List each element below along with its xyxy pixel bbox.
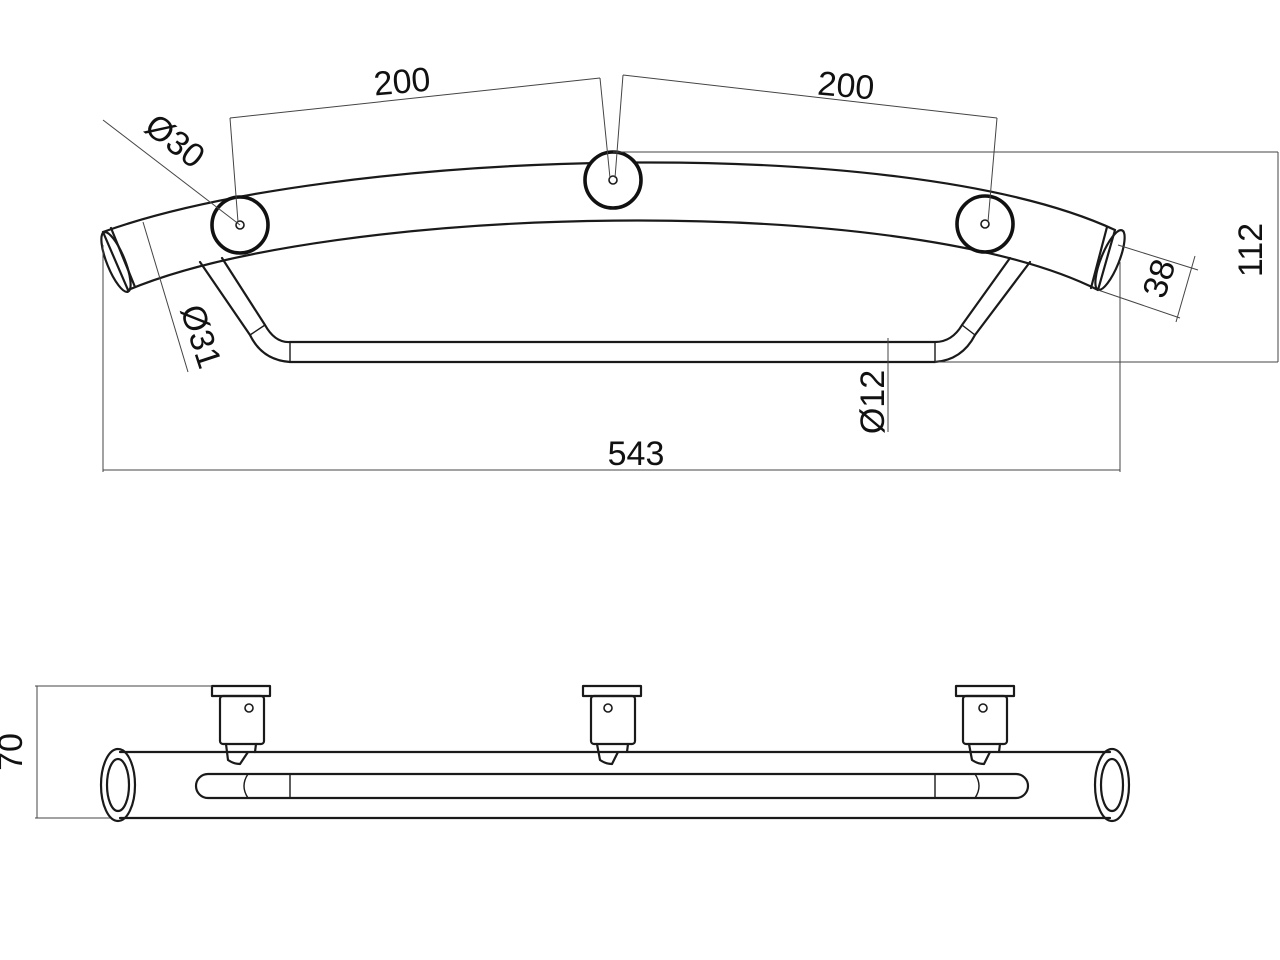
right-end-cap — [1089, 225, 1126, 292]
support-rail — [198, 260, 1032, 364]
left-end-cap — [100, 226, 137, 293]
dimension-rail-diameter: Ø12 — [854, 338, 892, 434]
front-tube — [118, 750, 1112, 820]
dimension-mount-height-label: 70 — [0, 733, 30, 771]
front-end-cap-left — [99, 747, 137, 823]
front-bracket-left — [210, 684, 272, 766]
dimension-mount-diameter-label: Ø30 — [138, 107, 212, 177]
support-rail-inner — [220, 256, 1012, 344]
dimension-overall-depth: 112 — [613, 151, 1279, 363]
dimension-tube-diameter: Ø31 — [142, 221, 228, 373]
dimension-overall-length: 543 — [102, 245, 1121, 473]
dimension-rail-diameter-label: Ø12 — [854, 370, 892, 434]
dimension-spacing-right-label: 200 — [816, 65, 876, 108]
wall-mount-right — [955, 194, 1015, 254]
dimension-end-height: 38 — [1097, 244, 1199, 323]
dimension-overall-length-label: 543 — [608, 435, 665, 473]
dimension-spacing-left-label: 200 — [372, 61, 432, 104]
dimension-spacing-left: 200 — [229, 61, 611, 223]
dimension-spacing-right: 200 — [614, 65, 998, 223]
front-rail — [194, 772, 1030, 800]
wall-mount-center — [583, 150, 643, 210]
top-view: 200 200 Ø30 Ø31 38 — [100, 61, 1279, 473]
dimension-mount-height: 70 — [0, 685, 212, 819]
curved-tube-lower-edge — [126, 219, 1100, 292]
front-bracket-right — [954, 684, 1016, 766]
front-end-cap-right — [1093, 747, 1131, 823]
front-view: 70 — [0, 684, 1131, 823]
front-bracket-center — [581, 684, 643, 766]
dimension-overall-depth-label: 112 — [1232, 223, 1270, 277]
dimension-tube-diameter-label: Ø31 — [172, 300, 228, 373]
dimension-end-height-label: 38 — [1136, 255, 1184, 303]
